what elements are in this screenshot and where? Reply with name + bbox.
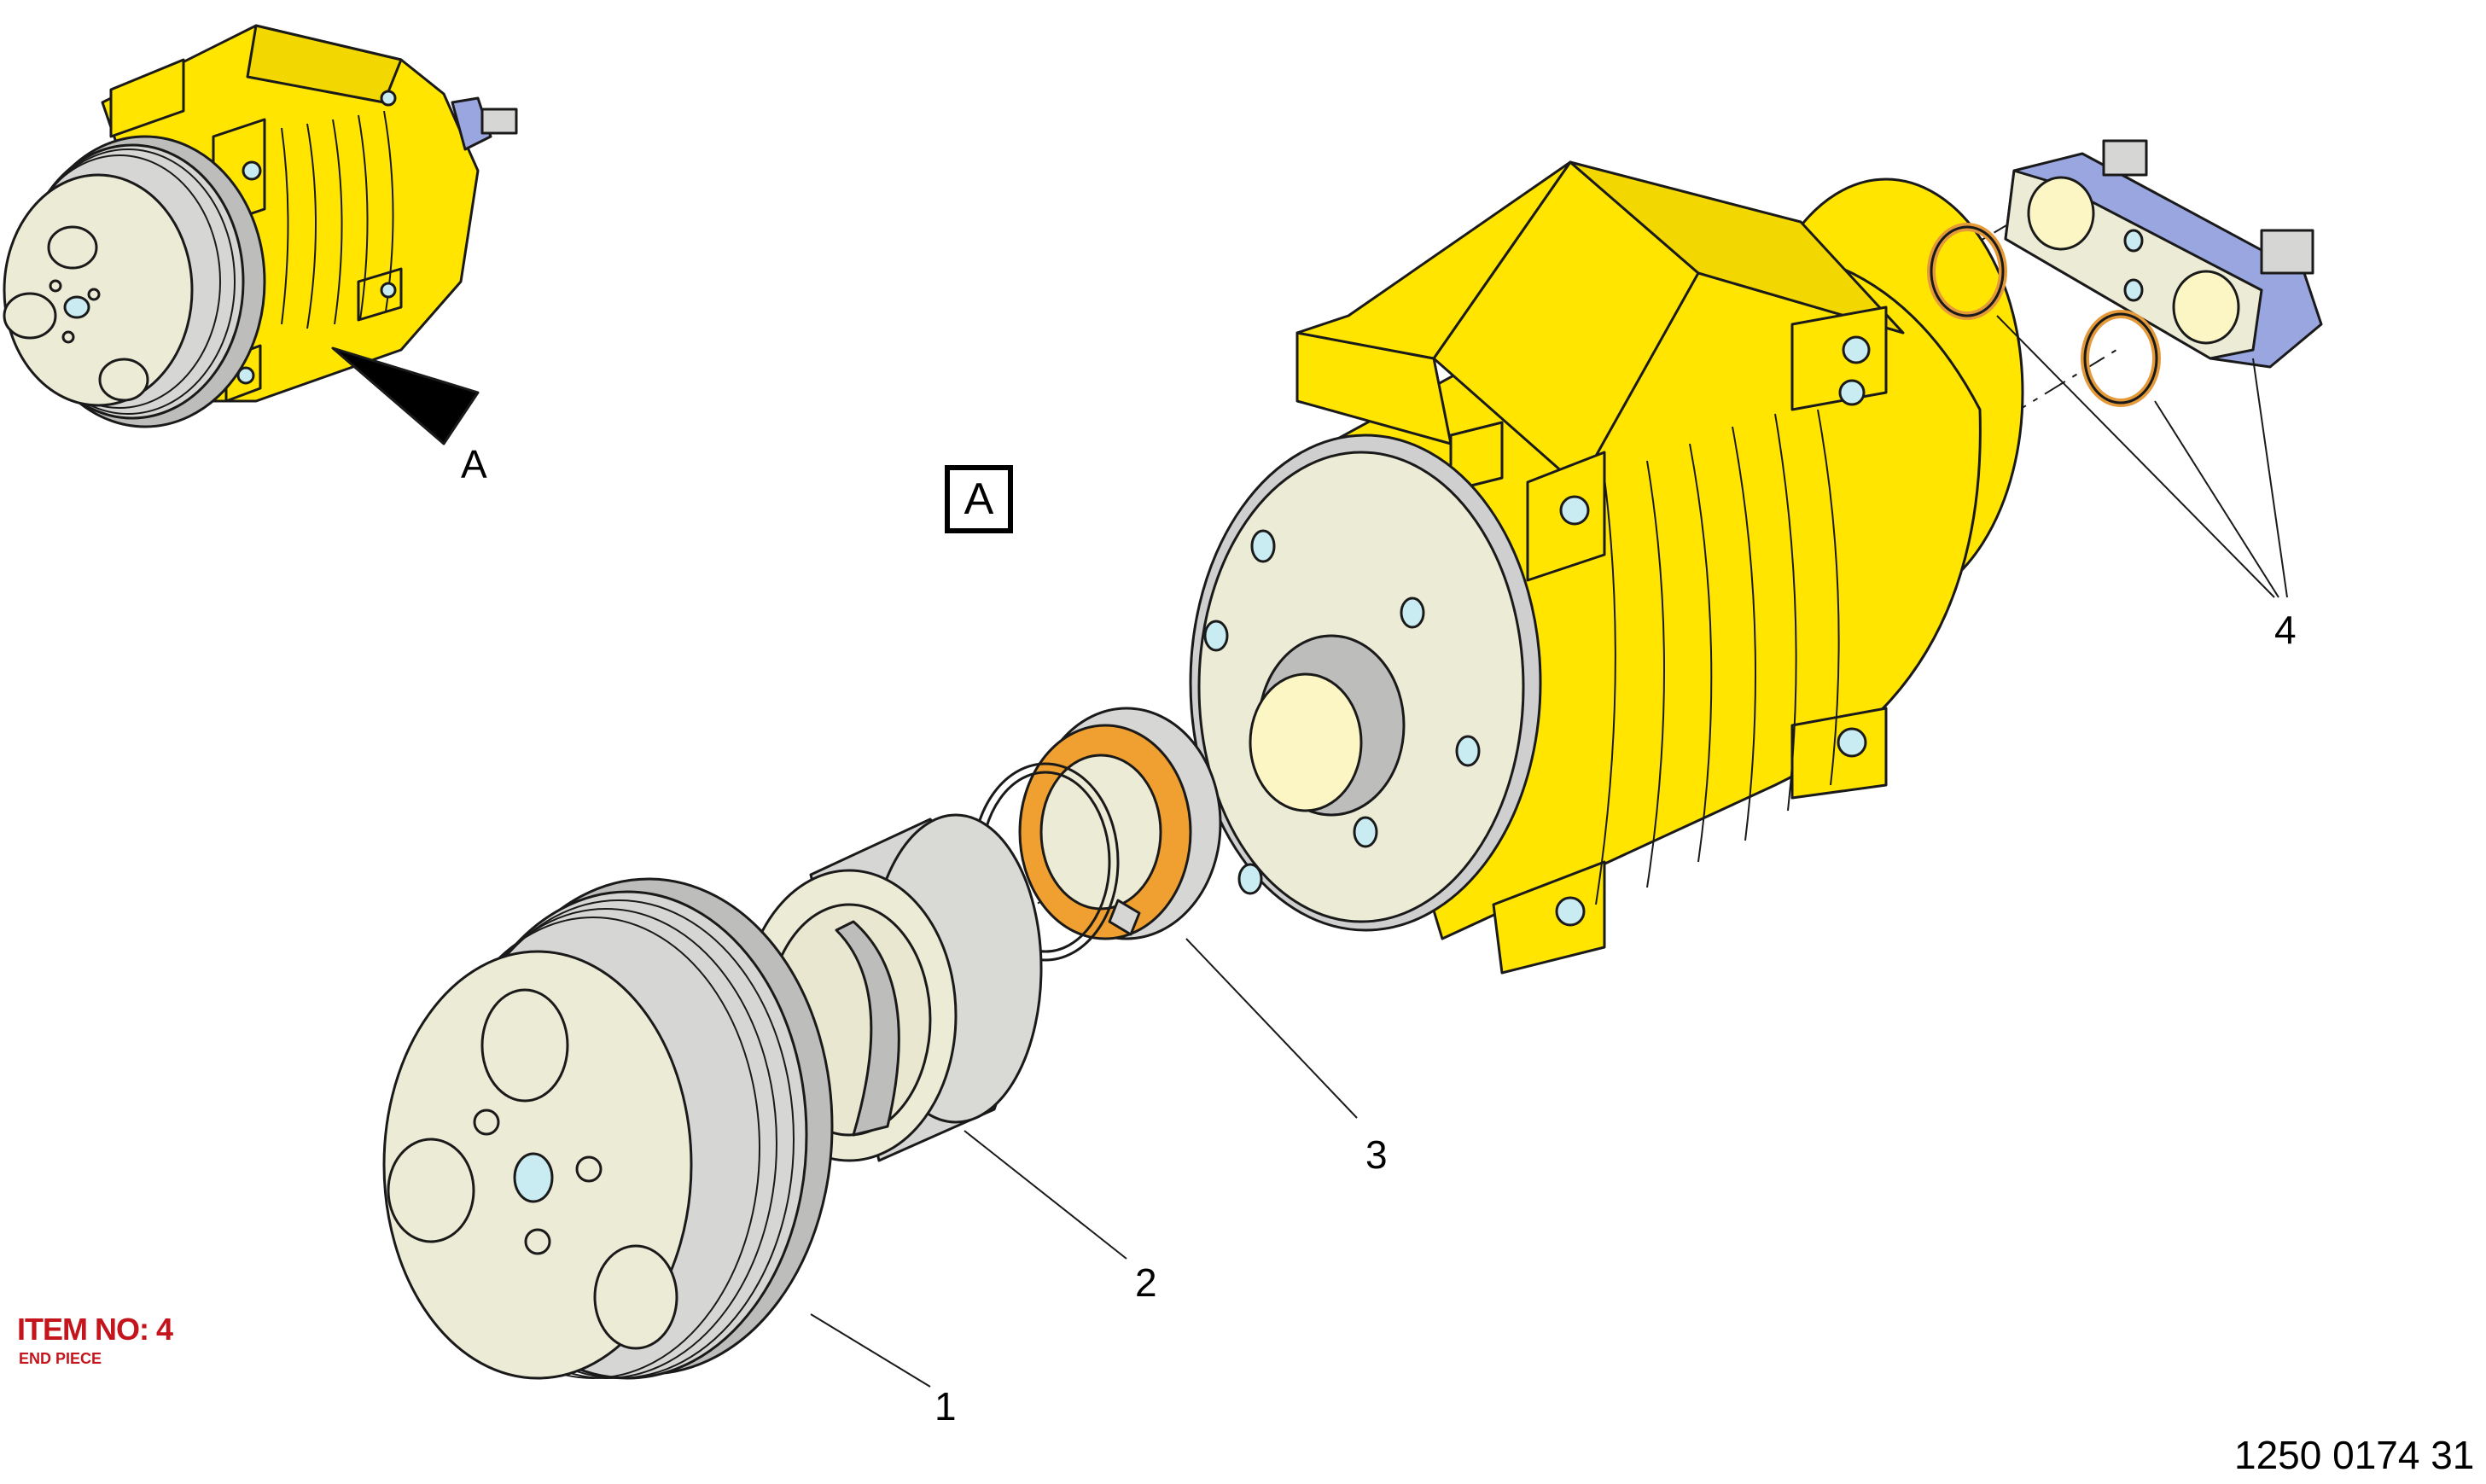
callout-1: 1 [934, 1384, 957, 1429]
callout-2: 2 [1135, 1260, 1157, 1305]
document-number: 1250 0174 31 [2234, 1433, 2475, 1477]
end-piece [2004, 139, 2323, 369]
o-rings [1927, 223, 2161, 407]
item-subtitle: END PIECE [19, 1350, 102, 1367]
callout-4: 4 [2274, 608, 2297, 652]
overview-compressor [3, 24, 518, 428]
shaft-seal [971, 707, 1222, 962]
leader-lines [810, 315, 2288, 1388]
detail-view-label: A [945, 465, 1013, 533]
view-marker-label: A [461, 442, 487, 486]
item-title: ITEM NO: 4 [17, 1312, 173, 1347]
pulley [382, 877, 834, 1380]
compressor-body [1189, 160, 2024, 975]
callout-3: 3 [1365, 1132, 1388, 1177]
view-arrow-icon [331, 346, 480, 445]
